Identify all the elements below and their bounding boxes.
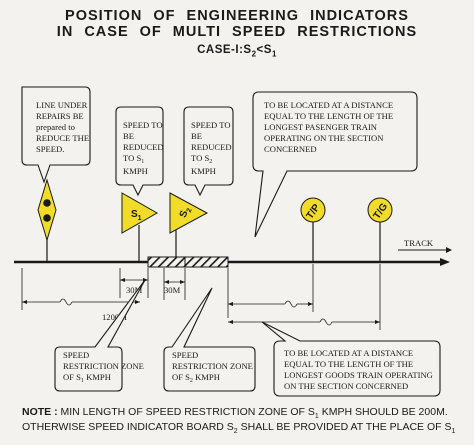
speed-s1-text-line2: BE [123, 131, 134, 141]
callout-goods-train: TO BE LOCATED AT A DISTANCE EQUAL TO THE… [261, 321, 441, 397]
dim-1200m-label: 1200M [102, 312, 127, 322]
case-mid: <S [256, 44, 272, 56]
speed-s2-text-line1: SPEED TO [191, 120, 231, 130]
goods-text-line2: EQUAL TO THE LENGTH OF THE [284, 359, 413, 369]
note-line2: OTHERWISE SPEED INDICATOR BOARD S2 SHALL… [22, 421, 455, 435]
repairs-text-line3: prepared to [36, 122, 75, 132]
restriction-zone-hatch [147, 256, 229, 268]
s1-sign-label: S1 [131, 209, 142, 222]
goods-text-line4: ON THE SECTION CONCERNED [284, 381, 408, 391]
callout-passenger-train: TO BE LOCATED AT A DISTANCE EQUAL TO THE… [252, 91, 418, 238]
passenger-text-line2: EQUAL TO THE LENGTH OF THE [264, 111, 393, 121]
zone-s1-text-line3: OF S1 KMPH [63, 372, 111, 384]
dimension-to-tg [228, 264, 381, 330]
goods-text-line3: LONGEST GOODS TRAIN OPERATING [284, 370, 433, 380]
speed-s2-text-line3: REDUCED [191, 142, 232, 152]
speed-s2-text-line5: KMPH [191, 166, 216, 176]
zone-s1-text-line2: RESTRICTION ZONE [63, 361, 144, 371]
dim-30m-right-label: 30M [164, 285, 181, 295]
note-line1-text: MIN LENGTH OF SPEED RESTRICTION ZONE OF … [57, 406, 315, 418]
speed-s2-text-line4: TO S2 [191, 153, 212, 165]
dimension-to-tp [227, 264, 314, 318]
case-sub1: 1 [271, 49, 277, 59]
callout-line-under-repairs: LINE UNDER REPAIRS BE prepared to REDUCE… [21, 86, 91, 184]
case-subtitle: CASE-I:S2<S1 [0, 44, 474, 58]
case-sub2: 2 [251, 49, 257, 59]
note-line2-sub: 2 [233, 428, 238, 436]
callout-speed-s2: SPEED TO BE REDUCED TO S2 KMPH [183, 106, 234, 197]
note-line2-sub2: 1 [451, 428, 456, 436]
s2-sign-label: S2 [178, 205, 194, 219]
goods-text-line1: TO BE LOCATED AT A DISTANCE [284, 348, 413, 358]
speed-s1-text-line4: TO S1 [123, 153, 144, 165]
speed-s1-text-line5: KMPH [123, 166, 148, 176]
repairs-text-line4: REDUCE THE [36, 133, 89, 143]
repairs-text-line2: REPAIRS BE [36, 111, 84, 121]
speed-s1-text-line1: SPEED TO [123, 120, 163, 130]
warning-board-post [37, 178, 57, 262]
termination-sign-tg: T/G [367, 197, 393, 262]
callout-zone-s1: SPEED RESTRICTION ZONE OF S1 KMPH [54, 279, 146, 392]
speed-s2-text-line2: BE [191, 131, 202, 141]
note-label: NOTE : [22, 406, 58, 418]
callout-zone-s2: SPEED RESTRICTION ZONE OF S2 KMPH [163, 287, 256, 392]
speed-sign-s2: S2 [169, 192, 209, 262]
note-line1-end: KMPH SHOULD BE 200M. [318, 406, 448, 418]
note-line2-text: OTHERWISE SPEED INDICATOR BOARD S [22, 421, 234, 433]
dimension-30m-right: 30M [163, 268, 186, 300]
diagram-title-line1: POSITION OF ENGINEERING INDICATORS [65, 8, 409, 24]
passenger-text-line3: LONGEST PASENGER TRAIN [264, 122, 378, 132]
passenger-text-line1: TO BE LOCATED AT A DISTANCE [264, 100, 393, 110]
repairs-text-line1: LINE UNDER [36, 100, 88, 110]
zone-s2-text-line1: SPEED [172, 350, 198, 360]
speed-sign-s1: S1 [121, 192, 159, 262]
callout-speed-s1: SPEED TO BE REDUCED TO S1 KMPH [115, 106, 164, 197]
diagram-title-line2: IN CASE OF MULTI SPEED RESTRICTIONS [56, 24, 418, 40]
speed-s1-text-line3: REDUCED [123, 142, 164, 152]
zone-s1-text-line1: SPEED [63, 350, 89, 360]
dimension-1200m: 1200M [21, 268, 140, 322]
passenger-text-line5: CONCERNED [264, 144, 317, 154]
termination-sign-tp: T/P [300, 197, 326, 262]
track-label: TRACK [404, 238, 434, 248]
note-line1: NOTE : MIN LENGTH OF SPEED RESTRICTION Z… [22, 406, 448, 420]
dimension-30m-left: 30M [119, 268, 149, 298]
zone-s2-text-line2: RESTRICTION ZONE [172, 361, 253, 371]
dim-30m-left-label: 30M [126, 285, 143, 295]
repairs-text-line5: SPEED. [36, 144, 64, 154]
note-line2-mid: SHALL BE PROVIDED AT THE PLACE OF S [237, 421, 452, 433]
zone-s2-text-line3: OF S2 KMPH [172, 372, 220, 384]
note-line1-sub: 1 [314, 413, 319, 421]
case-prefix: CASE-I:S [197, 44, 252, 56]
track-line: TRACK [14, 238, 452, 266]
passenger-text-line4: OPERATING ON THE SECTION [264, 133, 384, 143]
